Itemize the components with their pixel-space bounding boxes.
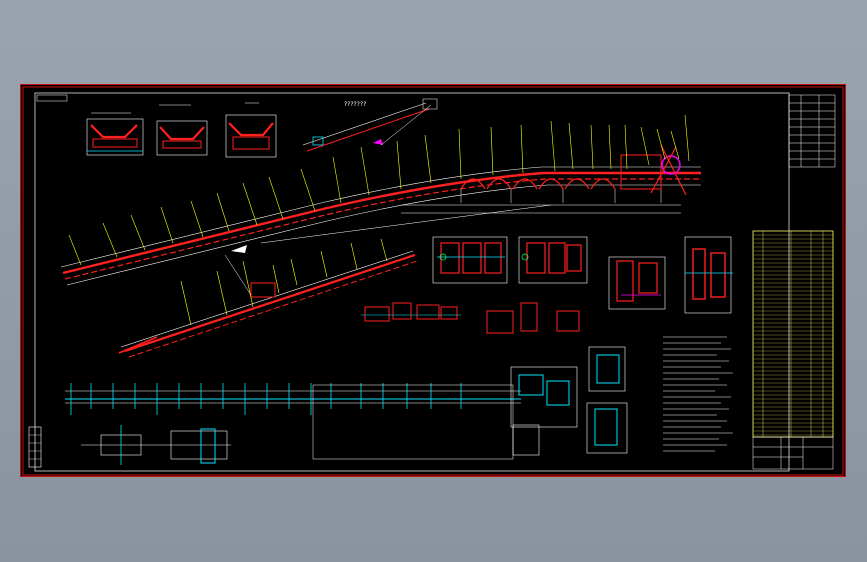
notes-block (663, 336, 733, 452)
drawing-sheet: ??????? (20, 84, 846, 477)
idler-section-3 (225, 102, 277, 158)
inner-frame (34, 92, 790, 472)
cad-drawing: ??????? (22, 86, 844, 476)
parts-list-rows (753, 234, 833, 436)
part-details (361, 302, 580, 334)
bottom-section (65, 383, 521, 460)
outer-frame (22, 86, 844, 476)
inclined-detail (302, 98, 438, 152)
title-block (752, 436, 834, 470)
elevation-view-2 (518, 236, 588, 284)
parts-list (752, 230, 834, 438)
elevation-view-1 (432, 236, 508, 284)
leaders-lower (180, 238, 388, 326)
idler-section-2 (156, 104, 208, 156)
leaders-upper (68, 114, 690, 266)
elevation-view-4 (684, 236, 733, 314)
idler-section-1 (86, 112, 144, 156)
tail-section (81, 425, 231, 465)
drawing-title: ??????? (344, 101, 366, 108)
drive-station (510, 346, 628, 456)
elevation-view-3 (608, 256, 666, 310)
conveyor-upper (60, 144, 701, 286)
revision-table (788, 94, 836, 168)
top-left-label-box (36, 94, 68, 102)
conveyor-lower (118, 250, 418, 358)
left-margin-table (28, 426, 42, 468)
